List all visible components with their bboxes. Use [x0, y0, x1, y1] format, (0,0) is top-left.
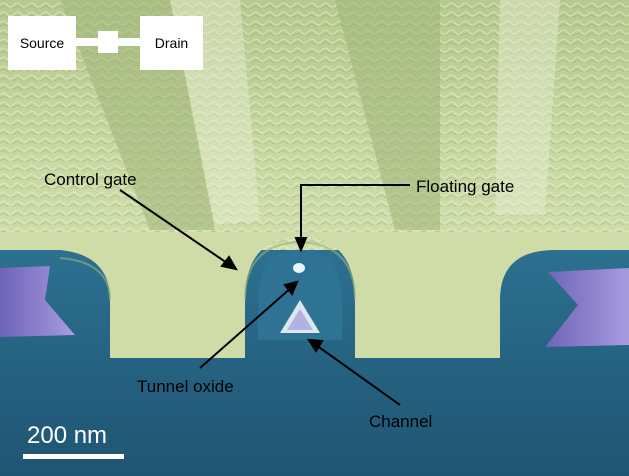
scale-bar — [23, 454, 124, 459]
source-label: Source — [19, 35, 65, 51]
scale-bar-label: 200 nm — [27, 422, 108, 449]
trench-shadow-right — [335, 0, 440, 230]
annotation-arrows — [119, 184, 410, 406]
isolation-left — [0, 266, 75, 337]
tunnel-oxide-label: Tunnel oxide — [137, 377, 234, 396]
isolation-right — [545, 268, 629, 347]
inset-gate-block — [98, 31, 118, 53]
floating-gate-label: Floating gate — [416, 177, 515, 196]
drain-label: Drain — [154, 35, 189, 51]
control-gate-section — [0, 232, 629, 358]
channel-label: Channel — [369, 412, 433, 431]
control-gate-label: Control gate — [44, 170, 137, 189]
floating-gate-region — [258, 250, 342, 340]
source-box: Source — [8, 16, 76, 70]
drain-box: Drain — [140, 16, 203, 70]
floating-gate-bright-spot — [293, 263, 305, 273]
ridge-highlight-right — [495, 0, 560, 215]
